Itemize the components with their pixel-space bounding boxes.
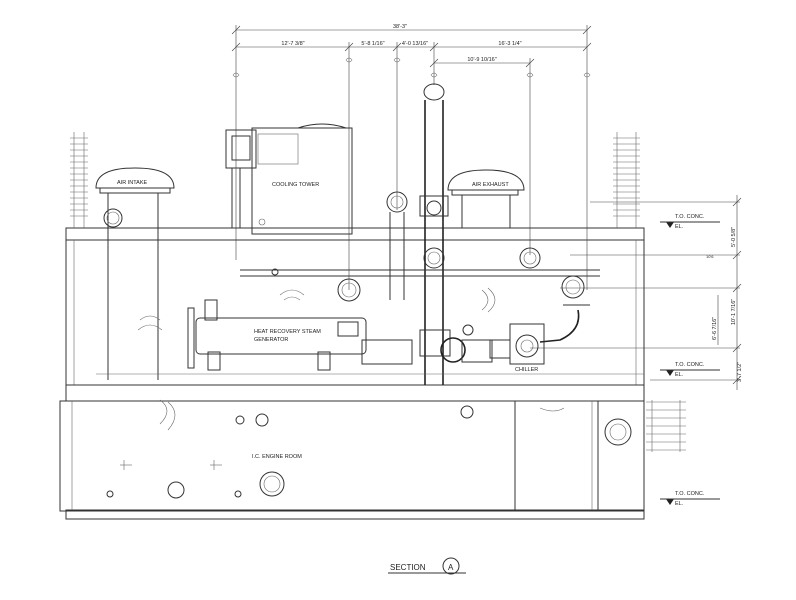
building-shell — [59, 227, 686, 520]
engine-room-equipment: I.C. ENGINE ROOM — [106, 399, 632, 499]
exhaust-stack — [419, 83, 449, 385]
vertical-dimensions: 5'-0 5/8" 10'-1 7/16" 6'-6 7/16" 3'-7 1/… — [530, 195, 743, 390]
dim-5: 10'-9 10/16" — [467, 57, 496, 63]
air-exhaust: AIR EXHAUST — [447, 169, 525, 228]
elevation-markers: T.O. CONC. EL. T.O. CONC. EL. T.O. CONC.… — [660, 214, 720, 507]
pumps: CHILLER — [419, 323, 545, 373]
dim-v1: 5'-0 5/8" — [731, 227, 737, 247]
louver-left — [70, 132, 88, 228]
section-mark: A — [448, 563, 454, 572]
elev-el-3: EL. — [675, 501, 684, 507]
elev-label-3: T.O. CONC. — [675, 491, 705, 497]
dim-v3: 6'-6 7/16" — [712, 317, 718, 340]
elev-label-1: T.O. CONC. — [675, 214, 705, 220]
section-title: SECTION A — [388, 557, 466, 575]
cooling-tower: COOLING TOWER — [225, 123, 353, 235]
dim-2: 5'-8 1/16" — [361, 41, 384, 47]
label-cooling-tower: COOLING TOWER — [272, 182, 319, 188]
dim-v2: 10'-1 7/16" — [731, 299, 737, 325]
label-engine-room: I.C. ENGINE ROOM — [252, 454, 302, 460]
label-air-intake: AIR INTAKE — [117, 180, 147, 186]
dim-4: 16'-3 1/4" — [498, 41, 521, 47]
label-chiller: CHILLER — [515, 367, 538, 373]
dim-3: 4'-0 13/16" — [402, 41, 428, 47]
label-air-exhaust: AIR EXHAUST — [472, 182, 509, 188]
dim-1: 12'-7 3/8" — [281, 41, 304, 47]
dim-v4: 3'-7 1/2" — [737, 362, 743, 382]
section-label: SECTION — [390, 563, 426, 572]
dim-overall: 38'-3" — [393, 24, 407, 30]
svg-text:10'6: 10'6 — [706, 254, 714, 259]
hrsg: HEAT RECOVERY STEAM GENERATOR — [96, 299, 644, 375]
air-intake: AIR INTAKE — [95, 167, 175, 380]
louver-right — [613, 132, 640, 228]
dimension-lines: 38'-3" 12'-7 3/8" 5'-8 1/16" 4'-0 13/16"… — [231, 24, 592, 290]
elev-label-2: T.O. CONC. — [675, 362, 705, 368]
label-hrsg-2: GENERATOR — [254, 337, 288, 343]
piping — [240, 191, 600, 343]
elev-el-2: EL. — [675, 372, 684, 378]
elev-el-1: EL. — [675, 224, 684, 230]
label-hrsg-1: HEAT RECOVERY STEAM — [254, 329, 321, 335]
